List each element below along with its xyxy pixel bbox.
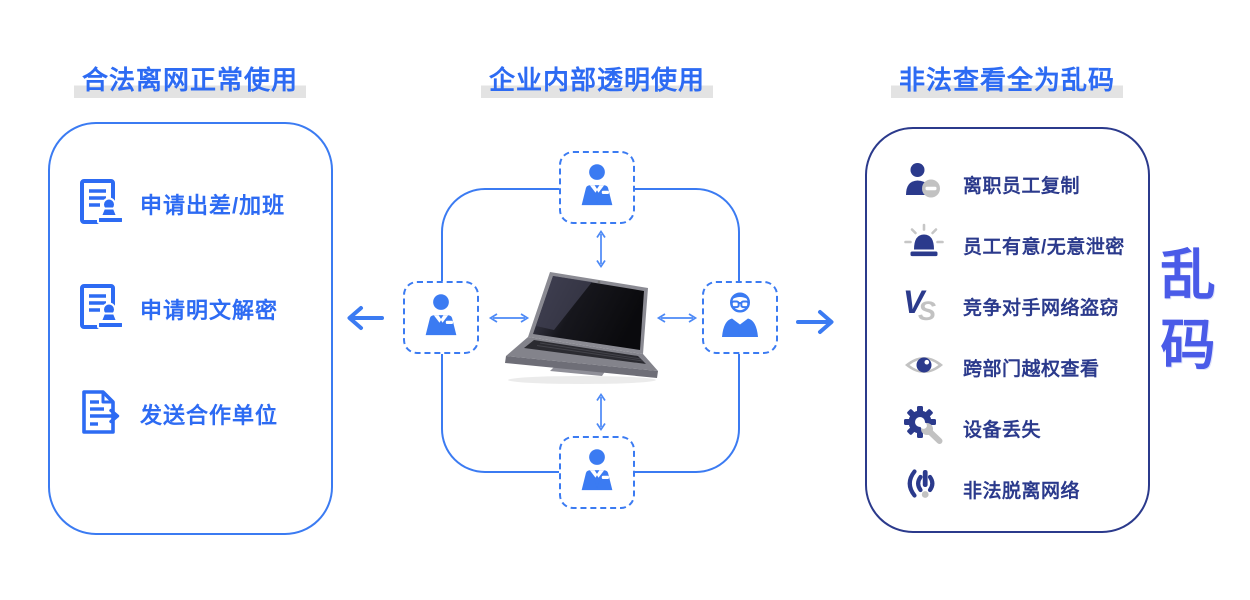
eye-icon xyxy=(903,344,945,391)
garbled-char-1: 乱 xyxy=(1160,244,1216,306)
flow-arrow-left-icon xyxy=(341,303,385,338)
legal-offline-panel: 申请出差/加班 申请明文解密 xyxy=(48,122,333,535)
user-minus-icon xyxy=(903,161,945,208)
garbled-code-label: 乱 码 xyxy=(1156,240,1220,380)
list-item: S V 竞争对手网络盗窃 xyxy=(903,283,1148,330)
illegal-access-panel: 离职员工复制 员工有意/无意泄密 xyxy=(865,127,1150,533)
double-arrow-top-icon xyxy=(594,229,608,274)
list-item: 跨部门越权查看 xyxy=(903,346,1148,388)
right-section-title: 非法查看全为乱码 xyxy=(857,60,1157,98)
list-item-label: 非法脱离网络 xyxy=(963,480,1081,502)
list-item: 申请明文解密 xyxy=(78,283,331,336)
double-arrow-right-icon xyxy=(656,311,698,330)
list-item-label: 发送合作单位 xyxy=(140,403,279,428)
list-item-label: 申请明文解密 xyxy=(140,298,279,323)
employee-node-left xyxy=(403,281,479,354)
versus-v-letter: V xyxy=(903,284,927,320)
list-item: 员工有意/无意泄密 xyxy=(903,222,1148,269)
document-send-icon xyxy=(78,388,126,441)
list-item: 发送合作单位 xyxy=(78,389,331,439)
flow-arrow-right-icon xyxy=(794,307,840,342)
left-section-title: 合法离网正常使用 xyxy=(40,60,340,98)
list-item-label: 跨部门越权查看 xyxy=(963,358,1100,380)
gear-wrench-icon xyxy=(903,405,945,452)
versus-s-letter: S xyxy=(918,296,936,325)
laptop-image xyxy=(500,268,662,393)
versus-icon: S V xyxy=(903,283,945,330)
manager-glasses-icon xyxy=(716,291,764,344)
list-item-label: 申请出差/加班 xyxy=(140,193,286,218)
list-item: 非法脱离网络 xyxy=(903,468,1148,510)
list-item: 申请出差/加班 xyxy=(78,178,331,231)
list-item-label: 竞争对手网络盗窃 xyxy=(963,297,1120,319)
siren-icon xyxy=(903,222,945,269)
double-arrow-left-icon xyxy=(488,311,530,330)
businessman-icon xyxy=(574,447,620,498)
document-stamp-icon xyxy=(78,178,126,231)
list-item-label: 离职员工复制 xyxy=(963,175,1081,197)
list-item: 设备丢失 xyxy=(903,405,1148,452)
list-item-label: 设备丢失 xyxy=(963,419,1042,441)
center-section-title: 企业内部透明使用 xyxy=(447,60,747,98)
businessman-icon xyxy=(574,162,620,213)
employee-node-top xyxy=(559,151,635,224)
businessman-icon xyxy=(418,292,464,343)
list-item: 离职员工复制 xyxy=(903,161,1148,208)
manager-node-right xyxy=(702,281,778,354)
list-item-label: 员工有意/无意泄密 xyxy=(963,236,1125,258)
document-stamp-icon xyxy=(78,283,126,336)
garbled-char-2: 码 xyxy=(1160,314,1216,376)
employee-node-bottom xyxy=(559,436,635,509)
wifi-off-icon xyxy=(903,466,945,513)
double-arrow-bottom-icon xyxy=(594,392,608,437)
